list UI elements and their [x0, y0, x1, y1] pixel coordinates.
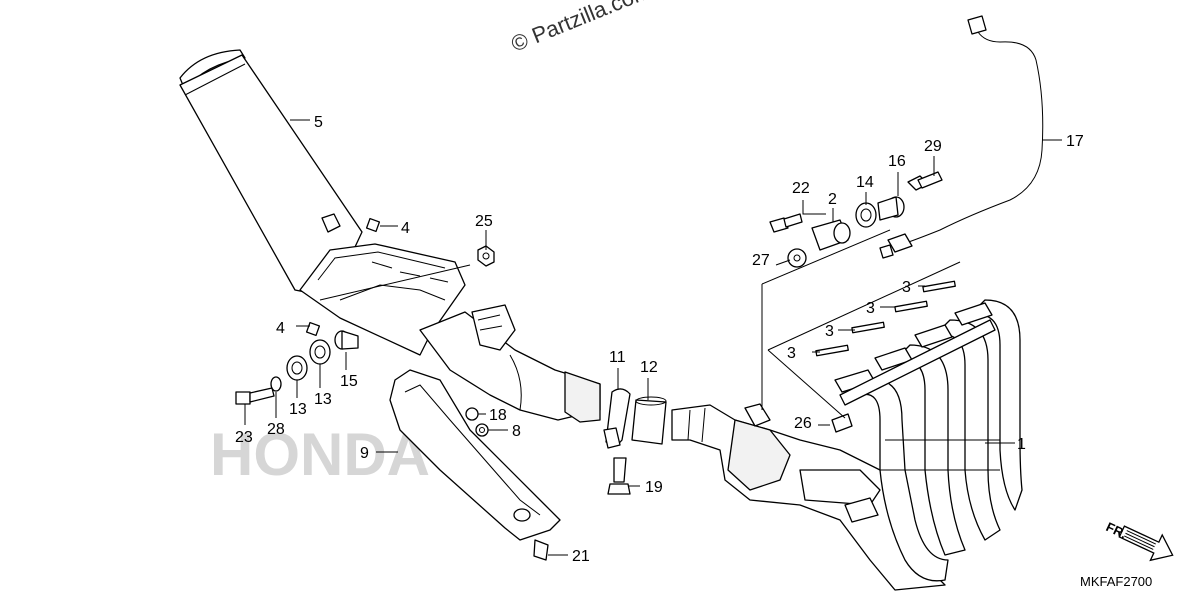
- callout-16: 16: [888, 153, 906, 170]
- washer-27[interactable]: [787, 248, 807, 268]
- bolt-29[interactable]: [907, 171, 943, 191]
- callout-18: 18: [489, 407, 507, 424]
- callout-19: 19: [645, 479, 663, 496]
- callout-23: 23: [235, 429, 253, 446]
- callout-15: 15: [340, 373, 358, 390]
- callout-13a: 13: [289, 401, 307, 418]
- callout-22: 22: [792, 180, 810, 197]
- heat-protector[interactable]: [389, 369, 561, 541]
- rubber-mount-13a[interactable]: [286, 355, 308, 381]
- front-direction-arrow: [1118, 525, 1174, 562]
- diagram-code: MKFAF2700: [1080, 574, 1152, 589]
- washer-28[interactable]: [270, 376, 282, 392]
- callout-9: 9: [360, 445, 369, 462]
- callout-21: 21: [572, 548, 590, 565]
- callout-27: 27: [752, 252, 770, 269]
- gasket-3d[interactable]: [815, 344, 849, 357]
- watermark-text: © Partzilla.com: [508, 0, 655, 57]
- callout-8: 8: [512, 423, 521, 440]
- gasket-3c[interactable]: [851, 321, 885, 334]
- callout-26: 26: [794, 415, 812, 432]
- callout-12: 12: [640, 359, 658, 376]
- callout-28: 28: [267, 421, 285, 438]
- callout-14: 14: [856, 174, 874, 191]
- callout-2: 2: [828, 191, 837, 208]
- callout-3b: 3: [866, 300, 875, 317]
- link-pipe[interactable]: [419, 304, 601, 423]
- callout-13b: 13: [314, 391, 332, 408]
- bracket-26[interactable]: [831, 413, 853, 433]
- gasket-3b[interactable]: [894, 300, 928, 313]
- exhaust-gasket-12[interactable]: [631, 396, 667, 445]
- bolt-19[interactable]: [607, 457, 631, 495]
- callout-3d: 3: [787, 345, 796, 362]
- washer-8[interactable]: [475, 423, 489, 437]
- o2-sensor[interactable]: [879, 15, 1044, 259]
- rubber-14[interactable]: [855, 202, 877, 228]
- bolt-21[interactable]: [513, 508, 549, 561]
- callout-1: 1: [1017, 436, 1026, 453]
- callout-29: 29: [924, 138, 942, 155]
- callout-3c: 3: [825, 323, 834, 340]
- exhaust-band-11[interactable]: [603, 388, 631, 449]
- exhaust-manifold[interactable]: [671, 299, 1023, 591]
- callout-25: 25: [475, 213, 493, 230]
- callout-4a: 4: [401, 220, 410, 237]
- nut-4a[interactable]: [365, 217, 381, 233]
- collar-15[interactable]: [334, 330, 359, 350]
- callout-3a: 3: [902, 279, 911, 296]
- callout-11: 11: [609, 349, 626, 366]
- callout-4b: 4: [276, 320, 285, 337]
- gasket-3a[interactable]: [922, 280, 956, 293]
- callout-17: 17: [1066, 133, 1084, 150]
- nut-18[interactable]: [465, 407, 479, 421]
- rubber-mount-13b[interactable]: [309, 339, 331, 365]
- bolt-23[interactable]: [235, 387, 275, 405]
- bracket-2[interactable]: [811, 219, 851, 251]
- background-brand-text: HONDA: [210, 421, 430, 488]
- nut-4b[interactable]: [305, 321, 321, 337]
- callout-5: 5: [314, 114, 323, 131]
- bolt-22[interactable]: [769, 213, 803, 233]
- collar-16[interactable]: [877, 196, 905, 221]
